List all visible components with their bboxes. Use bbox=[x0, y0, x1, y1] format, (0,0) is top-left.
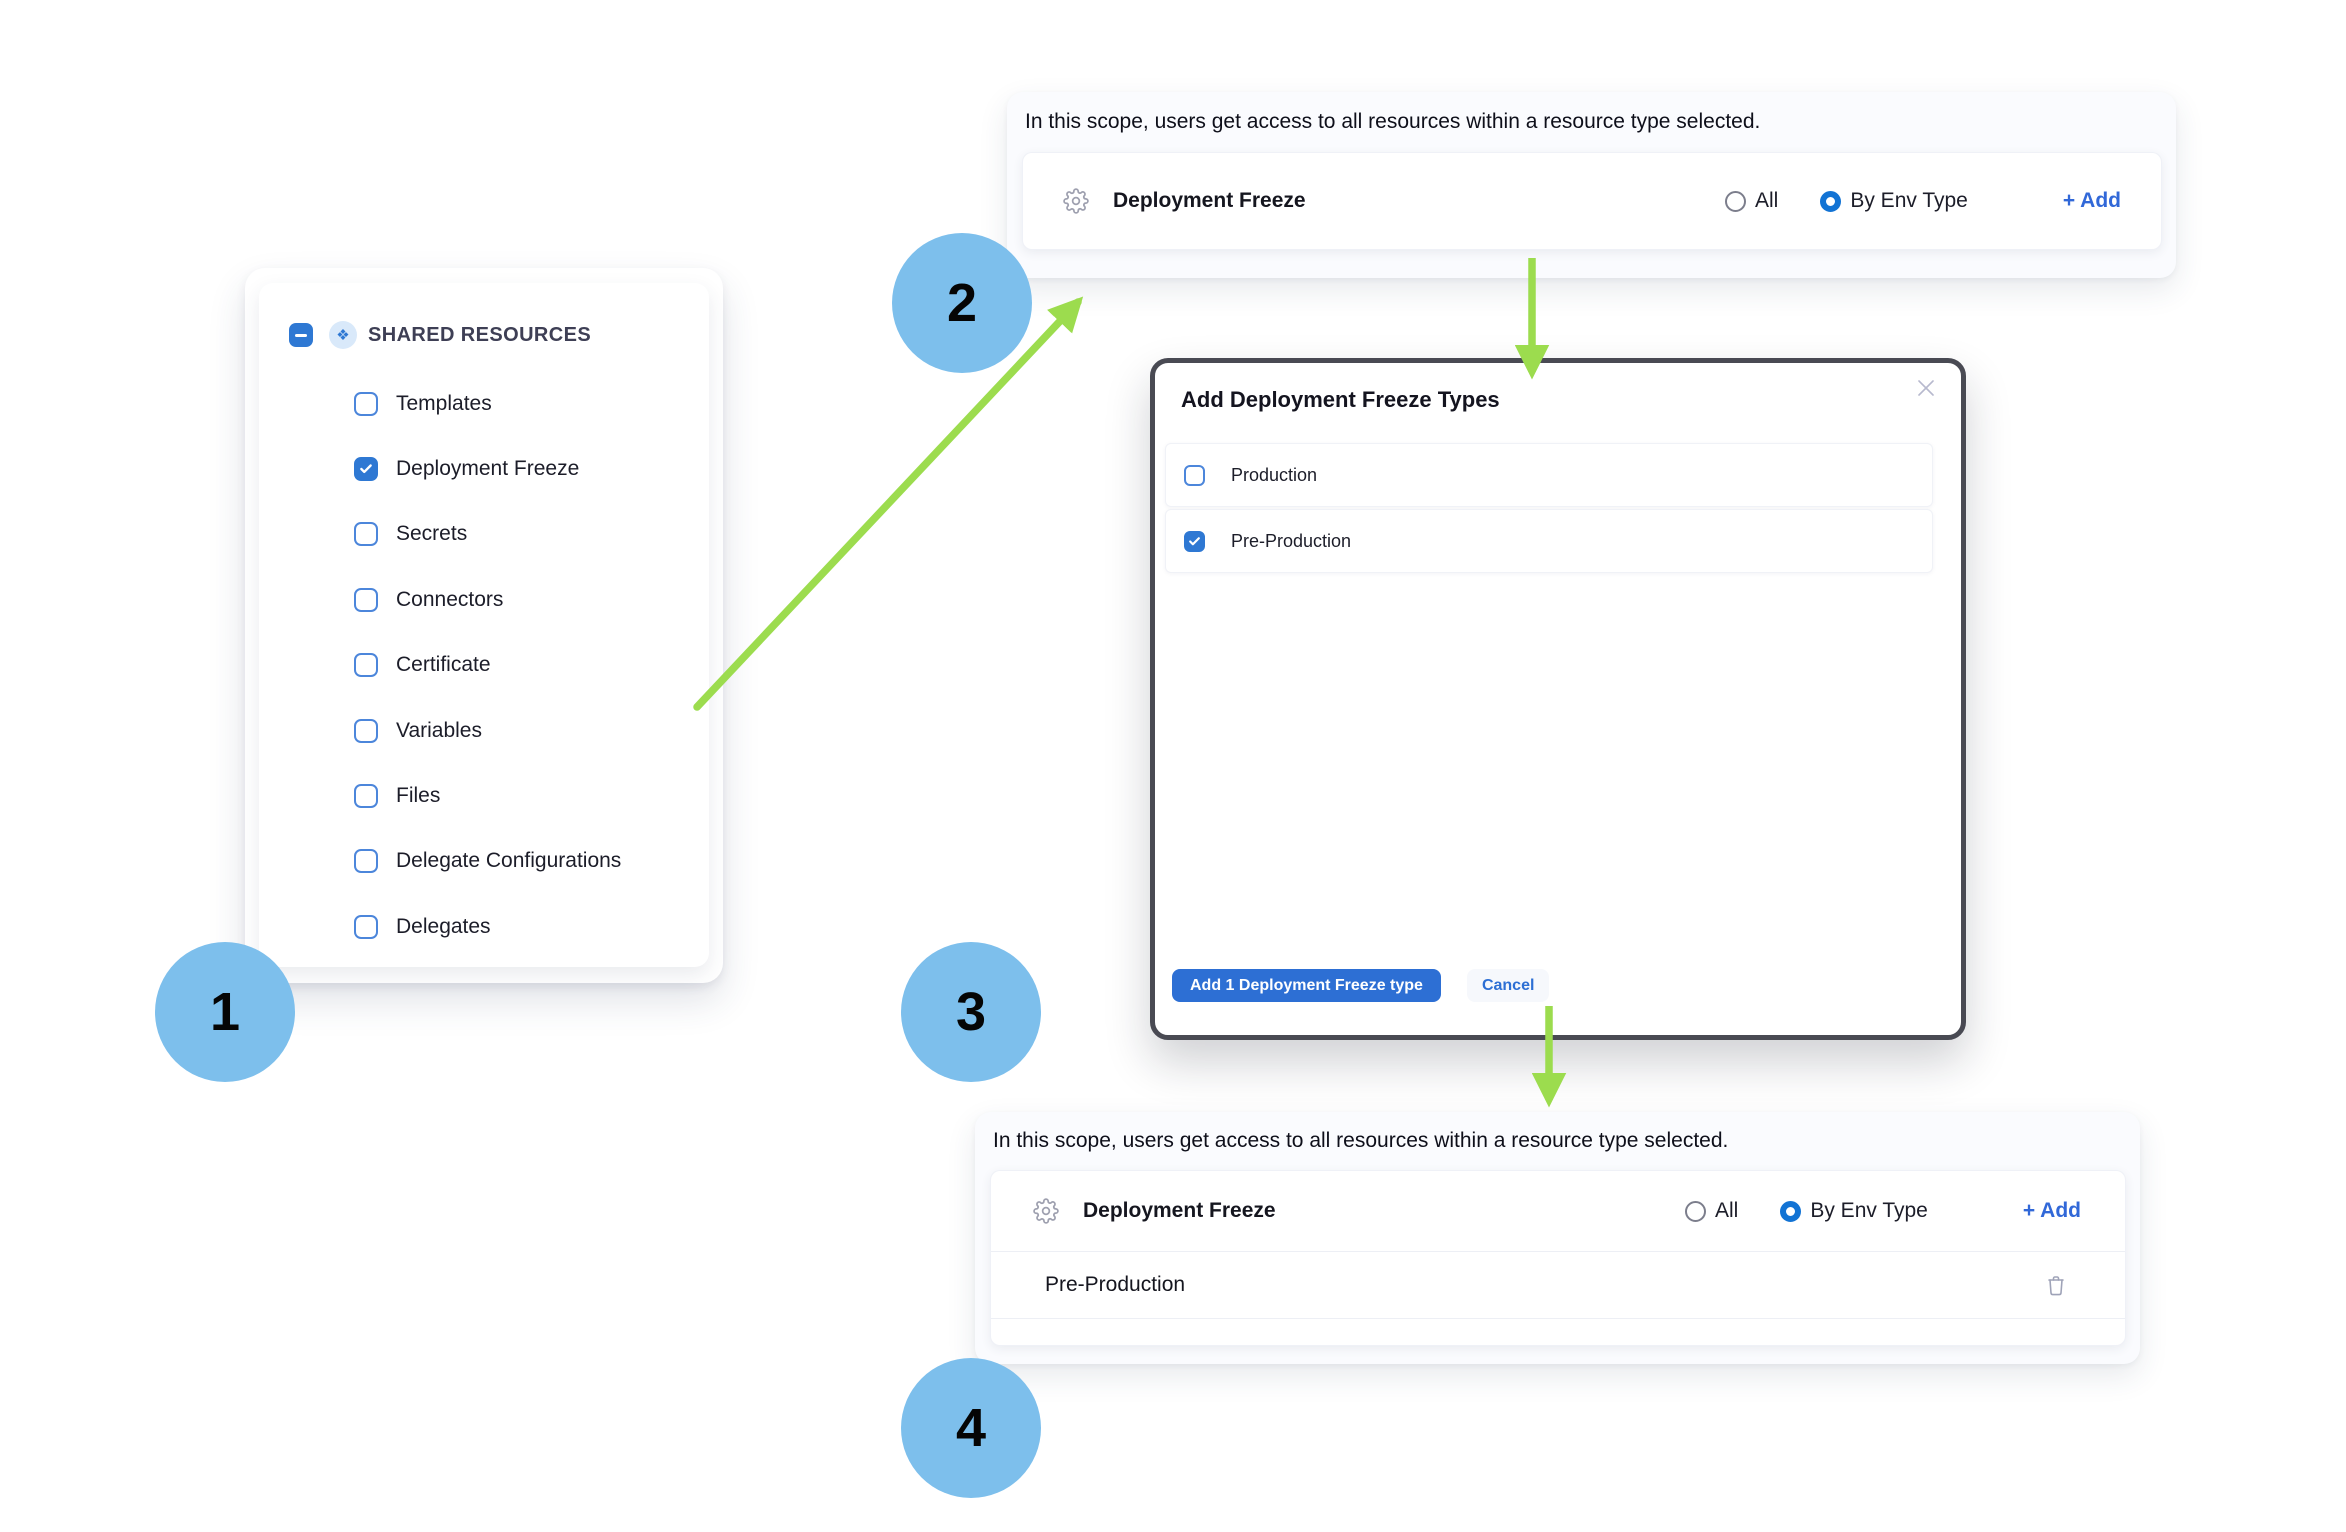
gear-icon bbox=[1033, 1198, 1059, 1224]
modal-footer: Add 1 Deployment Freeze type Cancel bbox=[1172, 969, 1550, 1002]
shared-resources-header: ❖ SHARED RESOURCES bbox=[289, 321, 591, 349]
step-badge-4: 4 bbox=[901, 1358, 1041, 1498]
scope-description: In this scope, users get access to all r… bbox=[993, 1129, 1729, 1152]
radio-by-env-label: By Env Type bbox=[1810, 1199, 1928, 1222]
resource-item-delegates[interactable]: Delegates bbox=[354, 894, 684, 959]
scope-controls: All By Env Type + Add bbox=[1685, 1199, 2081, 1223]
resource-item-label: Certificate bbox=[396, 653, 491, 677]
resource-item-files[interactable]: Files bbox=[354, 763, 684, 828]
add-freeze-type-button[interactable]: Add 1 Deployment Freeze type bbox=[1172, 969, 1441, 1002]
freeze-type-label: Production bbox=[1231, 464, 1318, 485]
radio-option-by-env-type[interactable]: By Env Type bbox=[1780, 1199, 1928, 1223]
freeze-type-list: Production Pre-Production bbox=[1165, 443, 1933, 575]
scope-panel-top: In this scope, users get access to all r… bbox=[1007, 92, 2176, 278]
resource-group-panel: ❖ SHARED RESOURCES Templates Deployment … bbox=[259, 283, 709, 967]
shared-resources-title: SHARED RESOURCES bbox=[368, 323, 592, 346]
add-link[interactable]: + Add bbox=[2062, 189, 2121, 212]
radio-option-all[interactable]: All bbox=[1685, 1199, 1738, 1223]
freeze-type-row-pre-production[interactable]: Pre-Production bbox=[1165, 509, 1933, 573]
radio-all-label: All bbox=[1715, 1199, 1739, 1222]
checkbox-secrets[interactable] bbox=[354, 522, 378, 547]
deployment-freeze-card: Deployment Freeze All By Env Type + Add … bbox=[990, 1170, 2126, 1346]
scope-description: In this scope, users get access to all r… bbox=[1025, 110, 1761, 133]
resource-item-variables[interactable]: Variables bbox=[354, 698, 684, 763]
resource-item-connectors[interactable]: Connectors bbox=[354, 567, 684, 632]
arrow-step2 bbox=[693, 296, 1084, 711]
resource-item-secrets[interactable]: Secrets bbox=[354, 502, 684, 567]
checkbox-deployment-freeze[interactable] bbox=[354, 457, 378, 482]
resource-item-label: Files bbox=[396, 784, 441, 808]
resource-item-delegate-configurations[interactable]: Delegate Configurations bbox=[354, 829, 684, 894]
checkbox-production[interactable] bbox=[1184, 464, 1205, 486]
trash-icon[interactable] bbox=[2044, 1273, 2068, 1297]
step-badge-2: 2 bbox=[892, 233, 1032, 373]
add-link[interactable]: + Add bbox=[2022, 1199, 2081, 1222]
step-badge-1: 1 bbox=[155, 942, 295, 1082]
modal-title: Add Deployment Freeze Types bbox=[1181, 387, 1500, 412]
gear-icon bbox=[1063, 188, 1089, 214]
env-type-row-pre-production: Pre-Production bbox=[991, 1252, 2125, 1319]
resource-item-label: Deployment Freeze bbox=[396, 457, 580, 481]
radio-option-by-env-type[interactable]: By Env Type bbox=[1820, 189, 1968, 213]
resource-item-label: Delegates bbox=[396, 914, 491, 938]
resource-item-label: Delegate Configurations bbox=[396, 849, 622, 873]
checkbox-files[interactable] bbox=[354, 784, 378, 809]
row-divider bbox=[991, 1251, 2125, 1252]
env-type-label: Pre-Production bbox=[1045, 1273, 1186, 1296]
checkbox-templates[interactable] bbox=[354, 391, 378, 416]
checkbox-connectors[interactable] bbox=[354, 587, 378, 612]
step-badge-3: 3 bbox=[901, 942, 1041, 1082]
shared-resources-icon: ❖ bbox=[329, 321, 357, 349]
freeze-type-label: Pre-Production bbox=[1231, 530, 1352, 551]
cancel-button[interactable]: Cancel bbox=[1466, 969, 1550, 1002]
scope-controls: All By Env Type + Add bbox=[1725, 189, 2121, 213]
resource-item-label: Connectors bbox=[396, 587, 504, 611]
add-deployment-freeze-types-modal: Add Deployment Freeze Types Production P… bbox=[1150, 358, 1966, 1040]
radio-option-all[interactable]: All bbox=[1725, 189, 1778, 213]
resource-type-list: Templates Deployment Freeze Secrets Conn… bbox=[354, 371, 684, 960]
freeze-type-row-production[interactable]: Production bbox=[1165, 443, 1933, 507]
resource-item-label: Secrets bbox=[396, 522, 468, 546]
radio-all[interactable] bbox=[1725, 190, 1746, 212]
checkbox-delegate-configurations[interactable] bbox=[354, 849, 378, 874]
resource-item-deployment-freeze[interactable]: Deployment Freeze bbox=[354, 436, 684, 501]
radio-by-env-type[interactable] bbox=[1820, 190, 1842, 212]
checkbox-pre-production[interactable] bbox=[1184, 530, 1205, 552]
deployment-freeze-row: Deployment Freeze All By Env Type + Add bbox=[1022, 152, 2162, 250]
radio-by-env-type[interactable] bbox=[1780, 1200, 1802, 1222]
resource-type-label: Deployment Freeze bbox=[1083, 1199, 1276, 1222]
minus-icon bbox=[295, 333, 307, 337]
close-icon[interactable] bbox=[1913, 375, 1939, 401]
resource-item-templates[interactable]: Templates bbox=[354, 371, 684, 436]
checkbox-variables[interactable] bbox=[354, 718, 378, 743]
scope-panel-bottom: In this scope, users get access to all r… bbox=[975, 1112, 2140, 1364]
resource-type-label: Deployment Freeze bbox=[1113, 189, 1306, 212]
resource-item-certificate[interactable]: Certificate bbox=[354, 633, 684, 698]
resource-item-label: Variables bbox=[396, 718, 482, 742]
radio-by-env-label: By Env Type bbox=[1850, 189, 1968, 212]
checkbox-certificate[interactable] bbox=[354, 653, 378, 678]
radio-all-label: All bbox=[1755, 189, 1779, 212]
checkbox-delegates[interactable] bbox=[354, 914, 378, 939]
resource-item-label: Templates bbox=[396, 391, 492, 415]
collapse-minus-checkbox[interactable] bbox=[289, 323, 313, 347]
radio-all[interactable] bbox=[1685, 1200, 1706, 1222]
deployment-freeze-row: Deployment Freeze All By Env Type + Add bbox=[991, 1171, 2125, 1251]
